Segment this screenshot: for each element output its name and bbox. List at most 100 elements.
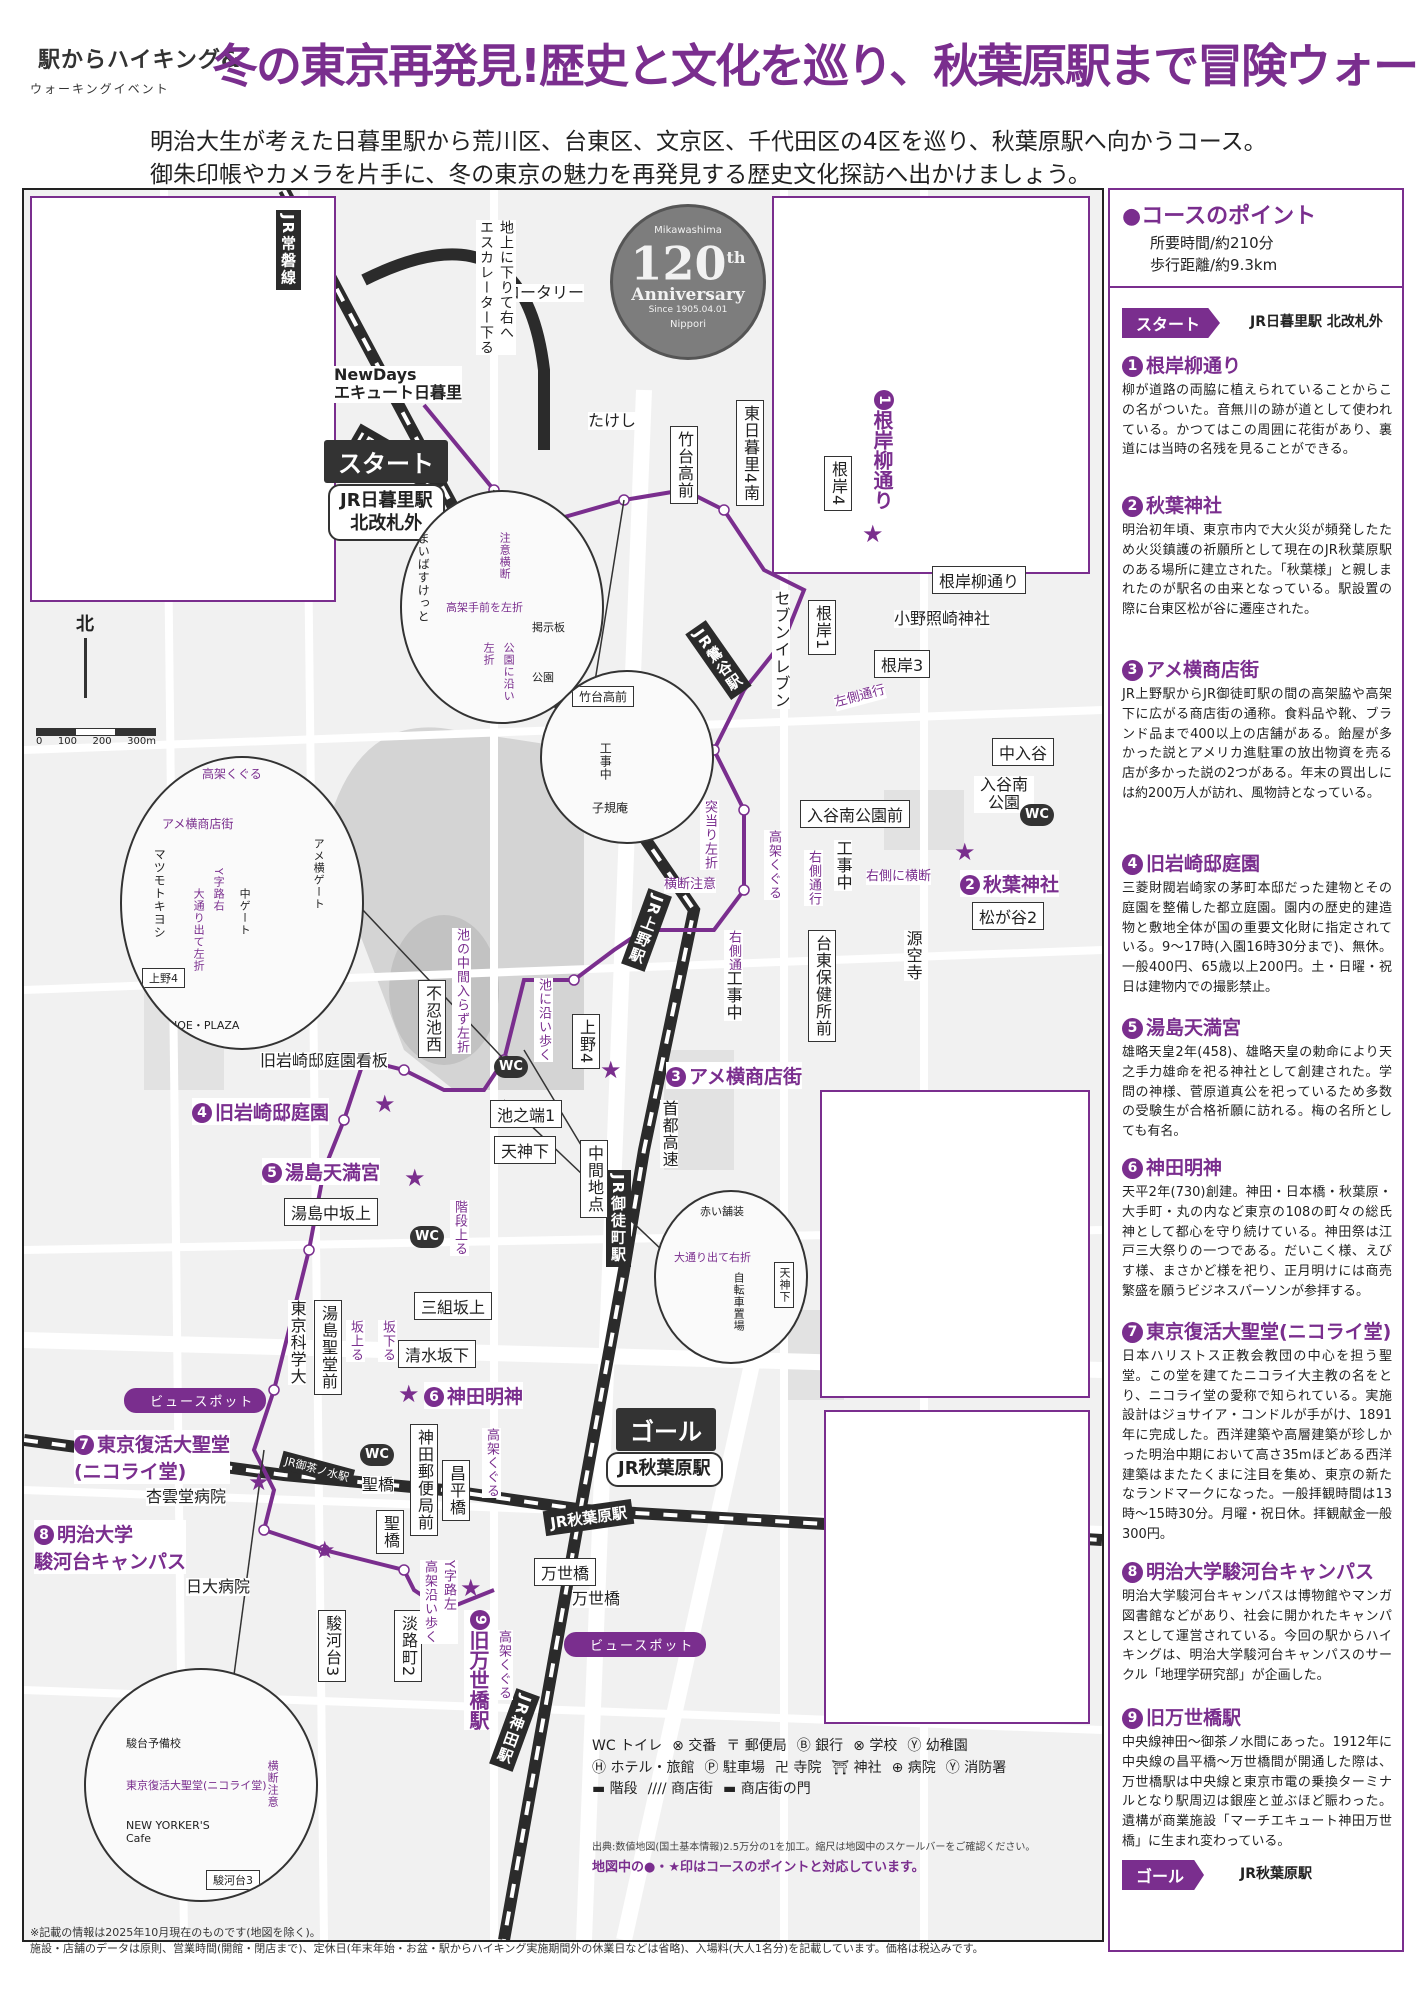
footnote-details: 施設・店舗のデータは原則、営業時間(開館・閉店まで)、定休日(年末年始・お盆・駅…: [30, 1942, 984, 1955]
label-kyoundo-hospital: 杏雲堂病院: [146, 1487, 227, 1507]
label-kanda-post-office: 神田郵便局前: [410, 1424, 438, 1536]
label-midpoint: 中間地点: [580, 1140, 608, 1218]
star-point-4: ★: [374, 1090, 396, 1118]
map-source: 出典:数値地図(国土基本情報)2.5万分の1を加工。縮尺は地図中のスケールバーを…: [592, 1842, 1036, 1853]
point-1-negishi-yanagi-dori: 1根岸柳通り: [868, 390, 897, 510]
wc-icon-iriya: WC: [1020, 804, 1054, 826]
label-seido-bridge-box: 聖橋: [376, 1510, 404, 1554]
label-higashinippori4: 東日暮里4南: [736, 400, 764, 507]
label-surugadai3: 駿河台3: [318, 1610, 346, 1683]
star-point-8: ★: [314, 1536, 336, 1564]
label-shimizuzaka-shita: 清水坂下: [398, 1340, 477, 1368]
star-point-6: ★: [398, 1380, 420, 1408]
label-manseibashi: 万世橋: [534, 1558, 597, 1586]
footnote-date: ※記載の情報は2025年10月現在のものです(地図を除く)。: [30, 1926, 321, 1939]
course-points-panel: ●コースのポイント 所要時間/約210分 歩行距離/約9.3km スタート JR…: [1108, 188, 1404, 1952]
lead-text-line2: 御朱印帳やカメラを片手に、冬の東京の魅力を再発見する歴史文化探訪へ出かけましょう…: [150, 162, 1091, 188]
label-slope-down: 坂下る: [378, 1320, 397, 1362]
label-yushima-nakazaka: 湯島中坂上: [284, 1198, 379, 1226]
label-right-crossing: 右側に横断: [866, 869, 932, 885]
required-time: 所要時間/約210分: [1150, 234, 1274, 252]
rail-label-okachimachi: JR御徒町駅: [606, 1170, 631, 1268]
north-compass: 北: [76, 610, 94, 698]
label-takedai-mae: 竹台高前: [670, 426, 698, 504]
label-matsugaya2: 松が谷2: [972, 902, 1045, 930]
label-under-tracks-2: 高架くぐる: [482, 1428, 501, 1498]
goal-station-label: JR秋葉原駅: [606, 1452, 723, 1487]
label-nichidai-hospital: 日大病院: [186, 1577, 251, 1597]
label-ueno4: 上野4: [572, 1014, 600, 1070]
label-escalator: 地上に下りて右へ エスカレーター下る: [476, 220, 516, 355]
label-crossing-caution: 横断注意: [664, 877, 717, 893]
label-right-side-walk-1: 右側通行: [804, 850, 823, 906]
start-tag-text: JR日暮里駅 北改札外: [1250, 314, 1383, 330]
start-tag: スタート: [1122, 308, 1221, 338]
goal-callout: ゴール: [616, 1408, 716, 1451]
label-tenjinshita: 天神下: [494, 1136, 557, 1164]
event-logo: 駅からハイキング&: [38, 48, 242, 73]
map-legend-note: 地図中の●・★印はコースのポイントと対応しています。: [592, 1860, 925, 1875]
label-turn-left-end: 突当り左折: [700, 800, 719, 870]
wc-icon-seido: WC: [360, 1444, 394, 1466]
label-awajicho2: 淡路町2: [394, 1610, 422, 1683]
label-pond-left-turn: 池の中間入らず左折: [452, 928, 471, 1054]
label-onoteru-shrine: 小野照崎神社: [894, 609, 991, 629]
inset-bubble-tenjinshita: 赤い舗装 大通り出て右折 自転車置場 天神下: [654, 1190, 808, 1364]
label-takeshi: たけし: [588, 411, 637, 431]
goal-tag-text: JR秋葉原駅: [1240, 1866, 1312, 1882]
label-seido-bridge: 聖橋: [362, 1475, 395, 1495]
start-callout: スタート: [324, 440, 448, 483]
photo-box-4: [824, 1410, 1090, 1724]
label-sankumizaka-ue: 三組坂上: [414, 1292, 493, 1320]
label-along-pond: 池に沿い歩く: [534, 978, 553, 1062]
label-stairs-up: 階段上る: [450, 1200, 469, 1256]
label-genkuji: 源空寺: [903, 930, 923, 981]
label-ikenohata1: 池之端1: [490, 1100, 563, 1128]
photo-box-2: [772, 196, 1090, 574]
star-point-5: ★: [404, 1164, 426, 1192]
star-point-1: ★: [862, 520, 884, 548]
star-point-7: ★: [248, 1468, 270, 1496]
label-shuto-expressway: 首都高速: [659, 1100, 679, 1168]
photo-box-3: [820, 1090, 1090, 1398]
star-point-2: ★: [954, 838, 976, 866]
panel-heading: ●コースのポイント: [1122, 204, 1317, 229]
label-y-junction-left: Y字路左 高架沿い歩く: [420, 1560, 458, 1644]
label-nakairiya: 中入谷: [992, 738, 1055, 766]
label-yushima-seido-mae: 湯島聖堂前: [314, 1300, 342, 1395]
label-kyuiwasaki-signboard: 旧岩崎邸庭園看板: [260, 1051, 389, 1071]
wc-icon-yushima: WC: [410, 1226, 444, 1248]
label-manseibashi-2: 万世橋: [572, 1589, 621, 1609]
label-negishi1: 根岸1: [808, 600, 836, 656]
inset-bubble-nikolai: 駿台予備校 東京復活大聖堂(ニコライ堂) 横断注意 NEW YORKER'S C…: [84, 1668, 318, 1902]
label-under-tracks-3: 高架くぐる: [494, 1630, 513, 1700]
inset-bubble-ameyoko: 高架くぐる アメ横商店街 マツモトキヨシ Y字路右 大通り出て左折 中ゲート ア…: [120, 756, 364, 1050]
inset-bubble-nippori: まいばすけっと 注意横断 高架手前を左折 掲示板 左折 公園に沿い 公園: [400, 490, 604, 724]
label-construction-1: 工事中: [833, 840, 853, 891]
label-tokyo-kagaku-univ: 東京科学大: [287, 1300, 307, 1385]
label-newdays: NewDays エキュート日暮里: [334, 365, 463, 403]
label-shoheibashi: 昌平橋: [442, 1460, 470, 1521]
label-seven-eleven: セブンイレブン: [771, 590, 791, 709]
star-point-3: ★: [600, 1056, 622, 1084]
view-spot-1: ビュースポット: [124, 1388, 267, 1413]
page-title: 冬の東京再発見!歴史と文化を巡り、秋葉原駅まで冒険ウォーク: [212, 39, 1418, 93]
route-map: Mikawashima 120th Anniversary Since 1905…: [22, 188, 1104, 1942]
label-slope-up: 坂上る: [346, 1320, 365, 1362]
rail-label-joban: JR常磐線: [276, 210, 301, 291]
